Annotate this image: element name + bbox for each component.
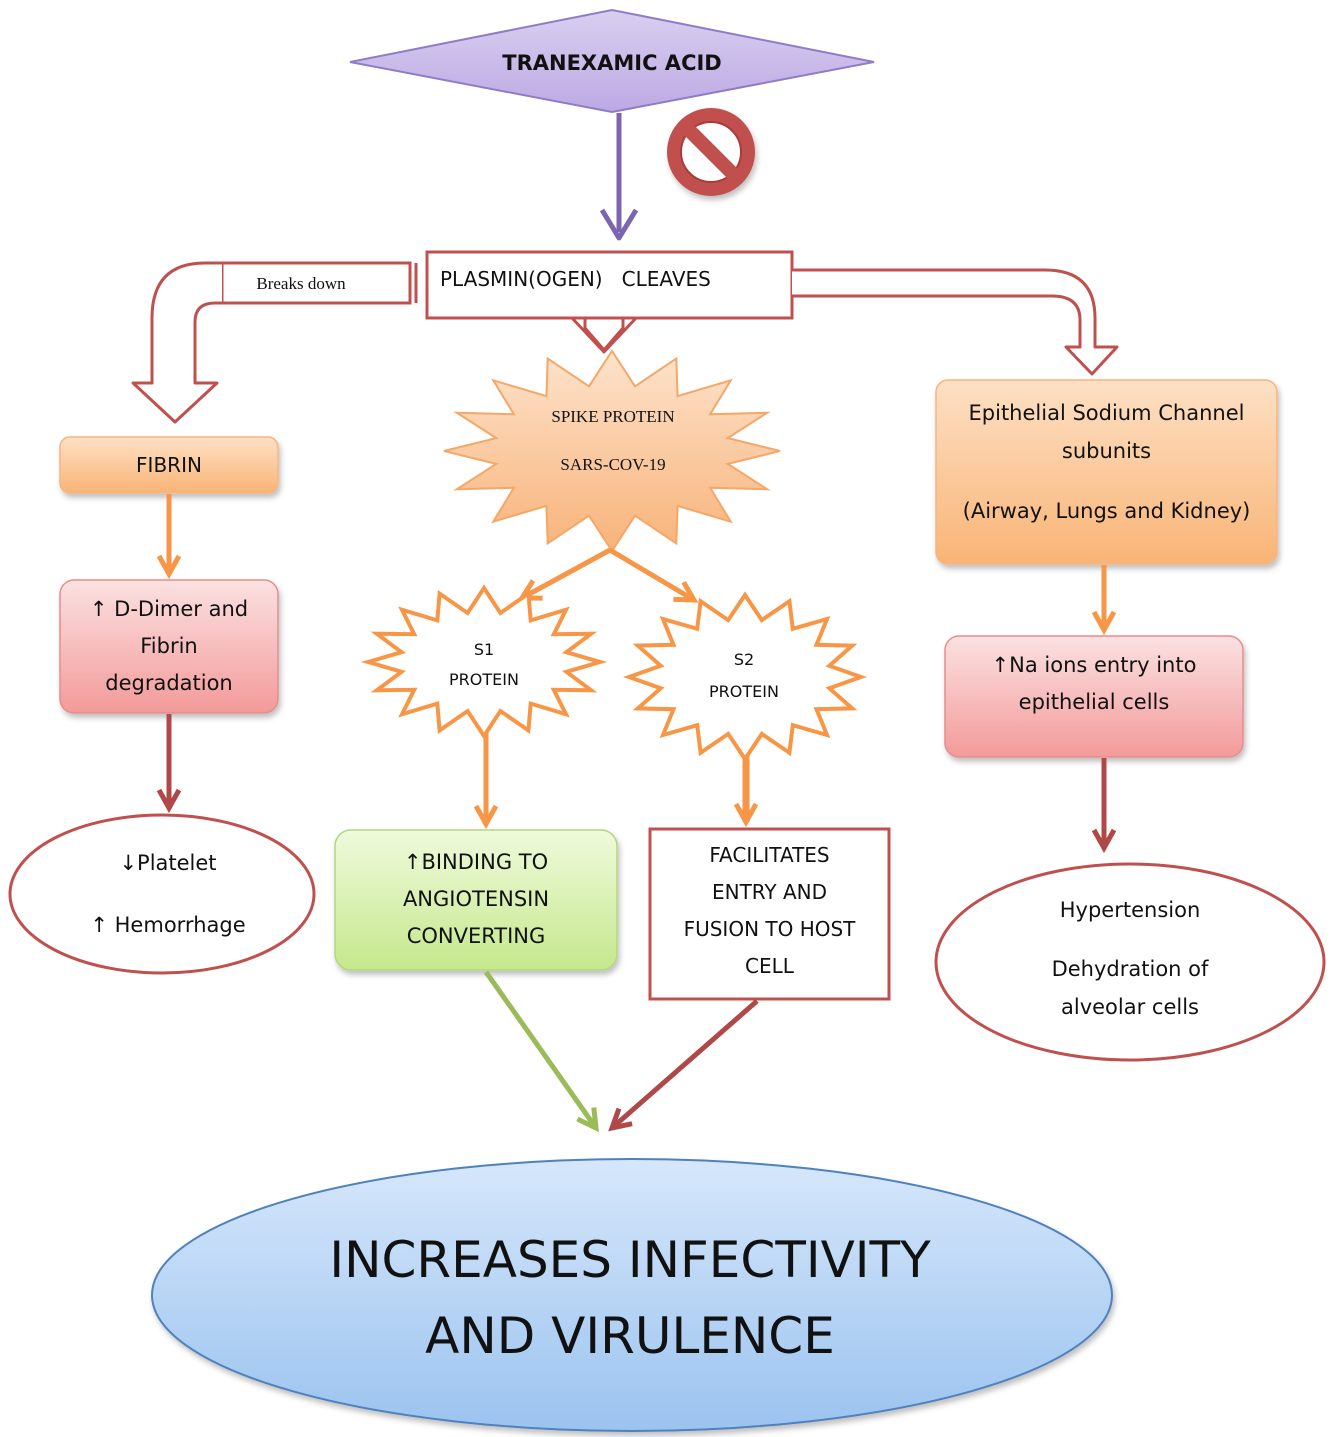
result-line-2: AND VIRULENCE: [425, 1307, 835, 1365]
enac-text: Epithelial Sodium Channel subunits (Airw…: [936, 392, 1277, 532]
plasmin-box: [425, 250, 794, 320]
ddimer-line-1: ↑ D-Dimer and: [89, 596, 249, 621]
arrow-plasmin-to-fibrin: [131, 261, 222, 424]
s2-line-2: PROTEIN: [709, 682, 779, 701]
platelet-line: ↓Platelet: [119, 851, 217, 875]
result-line-1: INCREASES INFECTIVITY: [329, 1231, 931, 1289]
enac-line-2: subunits: [1061, 439, 1152, 463]
arrow-plasmin-to-spike: [570, 316, 638, 354]
binding-line-1: ↑BINDING TO: [403, 849, 549, 874]
ddimer-line-3: degradation: [105, 670, 233, 695]
na-text: ↑Na ions entry into epithelial cells: [945, 646, 1243, 722]
fusion-box: [648, 827, 891, 1001]
arrow-plasmin-to-enac: [792, 268, 1119, 376]
platelet-ellipse: [8, 813, 316, 975]
prohibition-icon: [667, 108, 755, 196]
drug-diamond: [349, 8, 875, 114]
hemorrhage-line: ↑ Hemorrhage: [90, 913, 246, 937]
fusion-text: FACILITATES ENTRY AND FUSION TO HOST CEL…: [650, 836, 889, 986]
drug-label: TRANEXAMIC ACID: [502, 51, 722, 75]
binding-line-3: CONVERTING: [406, 923, 546, 948]
ddimer-line-2: Fibrin: [140, 633, 198, 658]
result-ellipse: [151, 1158, 1113, 1432]
spike-text: SPIKE PROTEIN SARS-COV-19: [500, 398, 726, 484]
breaks-down-label: Breaks down: [256, 274, 346, 293]
spike-line-1: SPIKE PROTEIN: [551, 407, 675, 426]
na-line-2: epithelial cells: [1018, 690, 1170, 714]
enac-line-1: Epithelial Sodium Channel: [968, 401, 1245, 425]
fibrin-label: FIBRIN: [136, 453, 202, 477]
s1-text: S1 PROTEIN: [420, 634, 548, 696]
platelet-text: ↓Platelet ↑ Hemorrhage: [40, 838, 296, 950]
fusion-line-1: FACILITATES: [709, 843, 830, 867]
s2-text: S2 PROTEIN: [680, 645, 808, 707]
s1-line-1: S1: [473, 640, 495, 659]
s2-line-1: S2: [733, 650, 755, 669]
arrow-fusion-to-result: [608, 999, 759, 1132]
arrow-spike-to-s2: [608, 547, 699, 603]
hypertension-ellipse: [934, 862, 1326, 1062]
ddimer-text: ↑ D-Dimer and Fibrin degradation: [60, 590, 278, 702]
s1-line-2: PROTEIN: [449, 670, 519, 689]
binding-line-2: ANGIOTENSIN: [402, 886, 550, 911]
fibrin-box: [59, 436, 279, 494]
result-text: INCREASES INFECTIVITY AND VIRULENCE: [250, 1218, 1010, 1378]
dehydration-line-1: Dehydration of: [1051, 957, 1209, 981]
hypertension-text: Hypertension Dehydration of alveolar cel…: [980, 888, 1280, 1028]
plasmin-label: PLASMIN(OGEN) CLEAVES: [440, 267, 711, 291]
arrow-binding-to-result: [483, 970, 599, 1133]
spike-line-2: SARS-COV-19: [560, 455, 666, 474]
ddimer-box: [59, 579, 279, 714]
enac-box: [935, 379, 1278, 565]
arrow-drug-to-plasmin-head: [599, 208, 639, 241]
arrow-spike-to-s1: [517, 547, 612, 601]
enac-line-3: (Airway, Lungs and Kidney): [962, 499, 1251, 523]
binding-text: ↑BINDING TO ANGIOTENSIN CONVERTING: [335, 842, 617, 956]
binding-box: [334, 829, 618, 971]
breaks-down-box: [220, 261, 412, 305]
hypertension-line: Hypertension: [1059, 898, 1201, 922]
fusion-line-4: CELL: [745, 954, 794, 978]
na-box: [944, 635, 1244, 758]
dehydration-line-2: alveolar cells: [1061, 995, 1199, 1019]
fusion-line-2: ENTRY AND: [711, 880, 828, 904]
na-line-1: ↑Na ions entry into: [991, 653, 1197, 677]
fusion-line-3: FUSION TO HOST: [683, 917, 856, 941]
